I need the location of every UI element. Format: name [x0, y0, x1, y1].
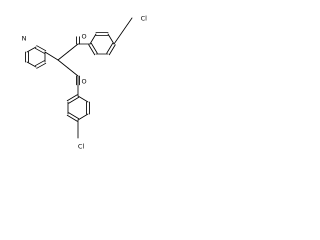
atom-label-pyridine-n: N	[22, 35, 27, 43]
bottom-ring-bond-4-a	[68, 112, 80, 120]
top-ring-bond-6-a	[90, 42, 98, 54]
pyridine-bond-5	[26, 46, 37, 53]
atom-label-chloro-top: Cl	[141, 15, 148, 23]
top-ring-bond-3	[107, 33, 115, 45]
structure-canvas: N O O Cl Cl	[0, 0, 150, 151]
chain-ch-to-ch2-top	[57, 51, 69, 61]
atom-label-ketone-o-bottom: O	[81, 78, 86, 86]
top-ring-bond-1	[89, 33, 97, 45]
top-ring-bond-4-b	[108, 44, 116, 56]
pyridine-bond-2-a	[34, 60, 45, 67]
pyridine-bond-6-a	[34, 47, 45, 54]
top-ring-bond-6-b	[88, 44, 96, 56]
bottom-ring-bond-6-a	[68, 96, 80, 104]
bottom-ring-bond-6-b	[66, 94, 78, 102]
pyridine-bond-6-b	[36, 45, 47, 52]
chain-pyridine-to-ch	[44, 51, 59, 61]
atom-label-chloro-bottom: Cl	[78, 143, 85, 151]
chemical-structure-diagram: N O O Cl Cl	[22, 15, 148, 151]
pyridine-bond-3	[26, 61, 37, 68]
atom-label-ketone-o-top: O	[81, 33, 86, 41]
pyridine-bond-2-b	[36, 62, 47, 69]
chain-ch-to-ch2-bottom	[57, 59, 69, 69]
bottom-ring-bond-1	[77, 95, 89, 103]
bottom-ring-bond-3	[77, 113, 89, 121]
chain-ch2-top-to-carbonyl	[67, 43, 79, 53]
bottom-ring-bond-4-b	[66, 114, 78, 122]
chain-ch2-bottom-to-carbonyl	[67, 67, 79, 77]
top-ring-bond-4-a	[106, 42, 114, 54]
atom-label-layer: N O O Cl Cl	[22, 15, 148, 151]
bond-layer	[25, 17, 133, 139]
top-ring-to-cl	[113, 17, 133, 45]
